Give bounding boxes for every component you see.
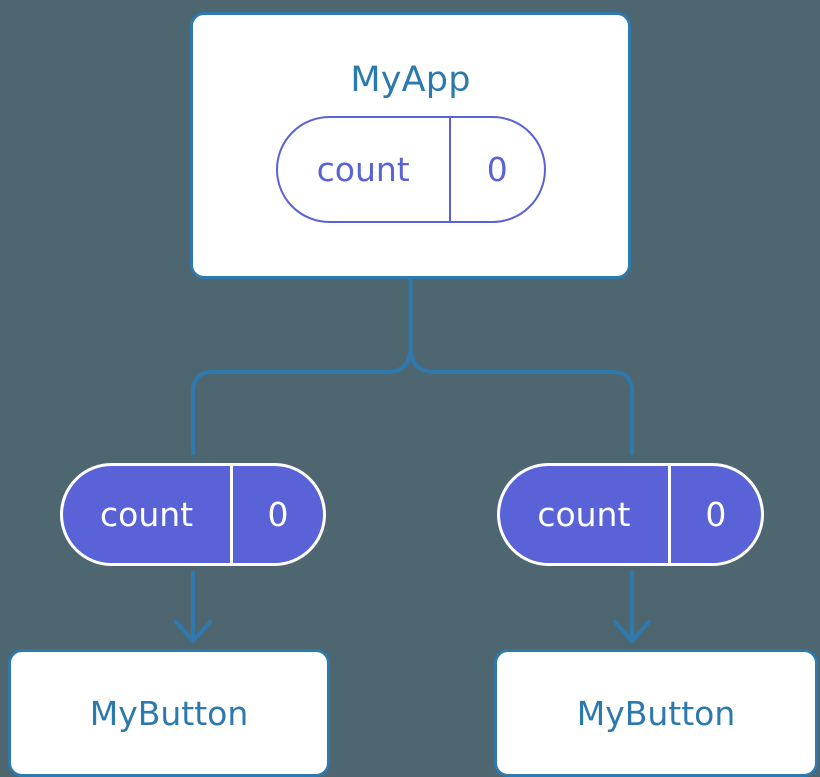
root-state-value: 0 bbox=[486, 150, 508, 189]
branch-state-value-left: 0 bbox=[267, 495, 289, 534]
branch-state-key-right: count bbox=[500, 466, 671, 563]
root-state-pill[interactable]: count 0 bbox=[275, 116, 546, 223]
leaf-component-card-right[interactable]: MyButton bbox=[494, 649, 818, 777]
branch-state-key-left: count bbox=[63, 466, 234, 563]
page-title: MyApp bbox=[350, 60, 471, 100]
leaf-component-label-left: MyButton bbox=[89, 693, 249, 733]
arrow-right-head-icon bbox=[613, 620, 651, 643]
branch-state-pill-right[interactable]: count 0 bbox=[497, 463, 764, 566]
branch-state-pill-left[interactable]: count 0 bbox=[60, 463, 326, 566]
root-component-card[interactable]: MyApp count 0 bbox=[190, 12, 631, 279]
split-junction-left bbox=[191, 346, 413, 455]
arrow-left-head-icon bbox=[174, 620, 212, 643]
leaf-component-card-left[interactable]: MyButton bbox=[8, 649, 330, 777]
root-state-key: count bbox=[278, 118, 451, 221]
branch-state-value-right: 0 bbox=[705, 495, 727, 534]
leaf-component-label-right: MyButton bbox=[576, 693, 736, 733]
split-junction-right bbox=[408, 346, 634, 455]
